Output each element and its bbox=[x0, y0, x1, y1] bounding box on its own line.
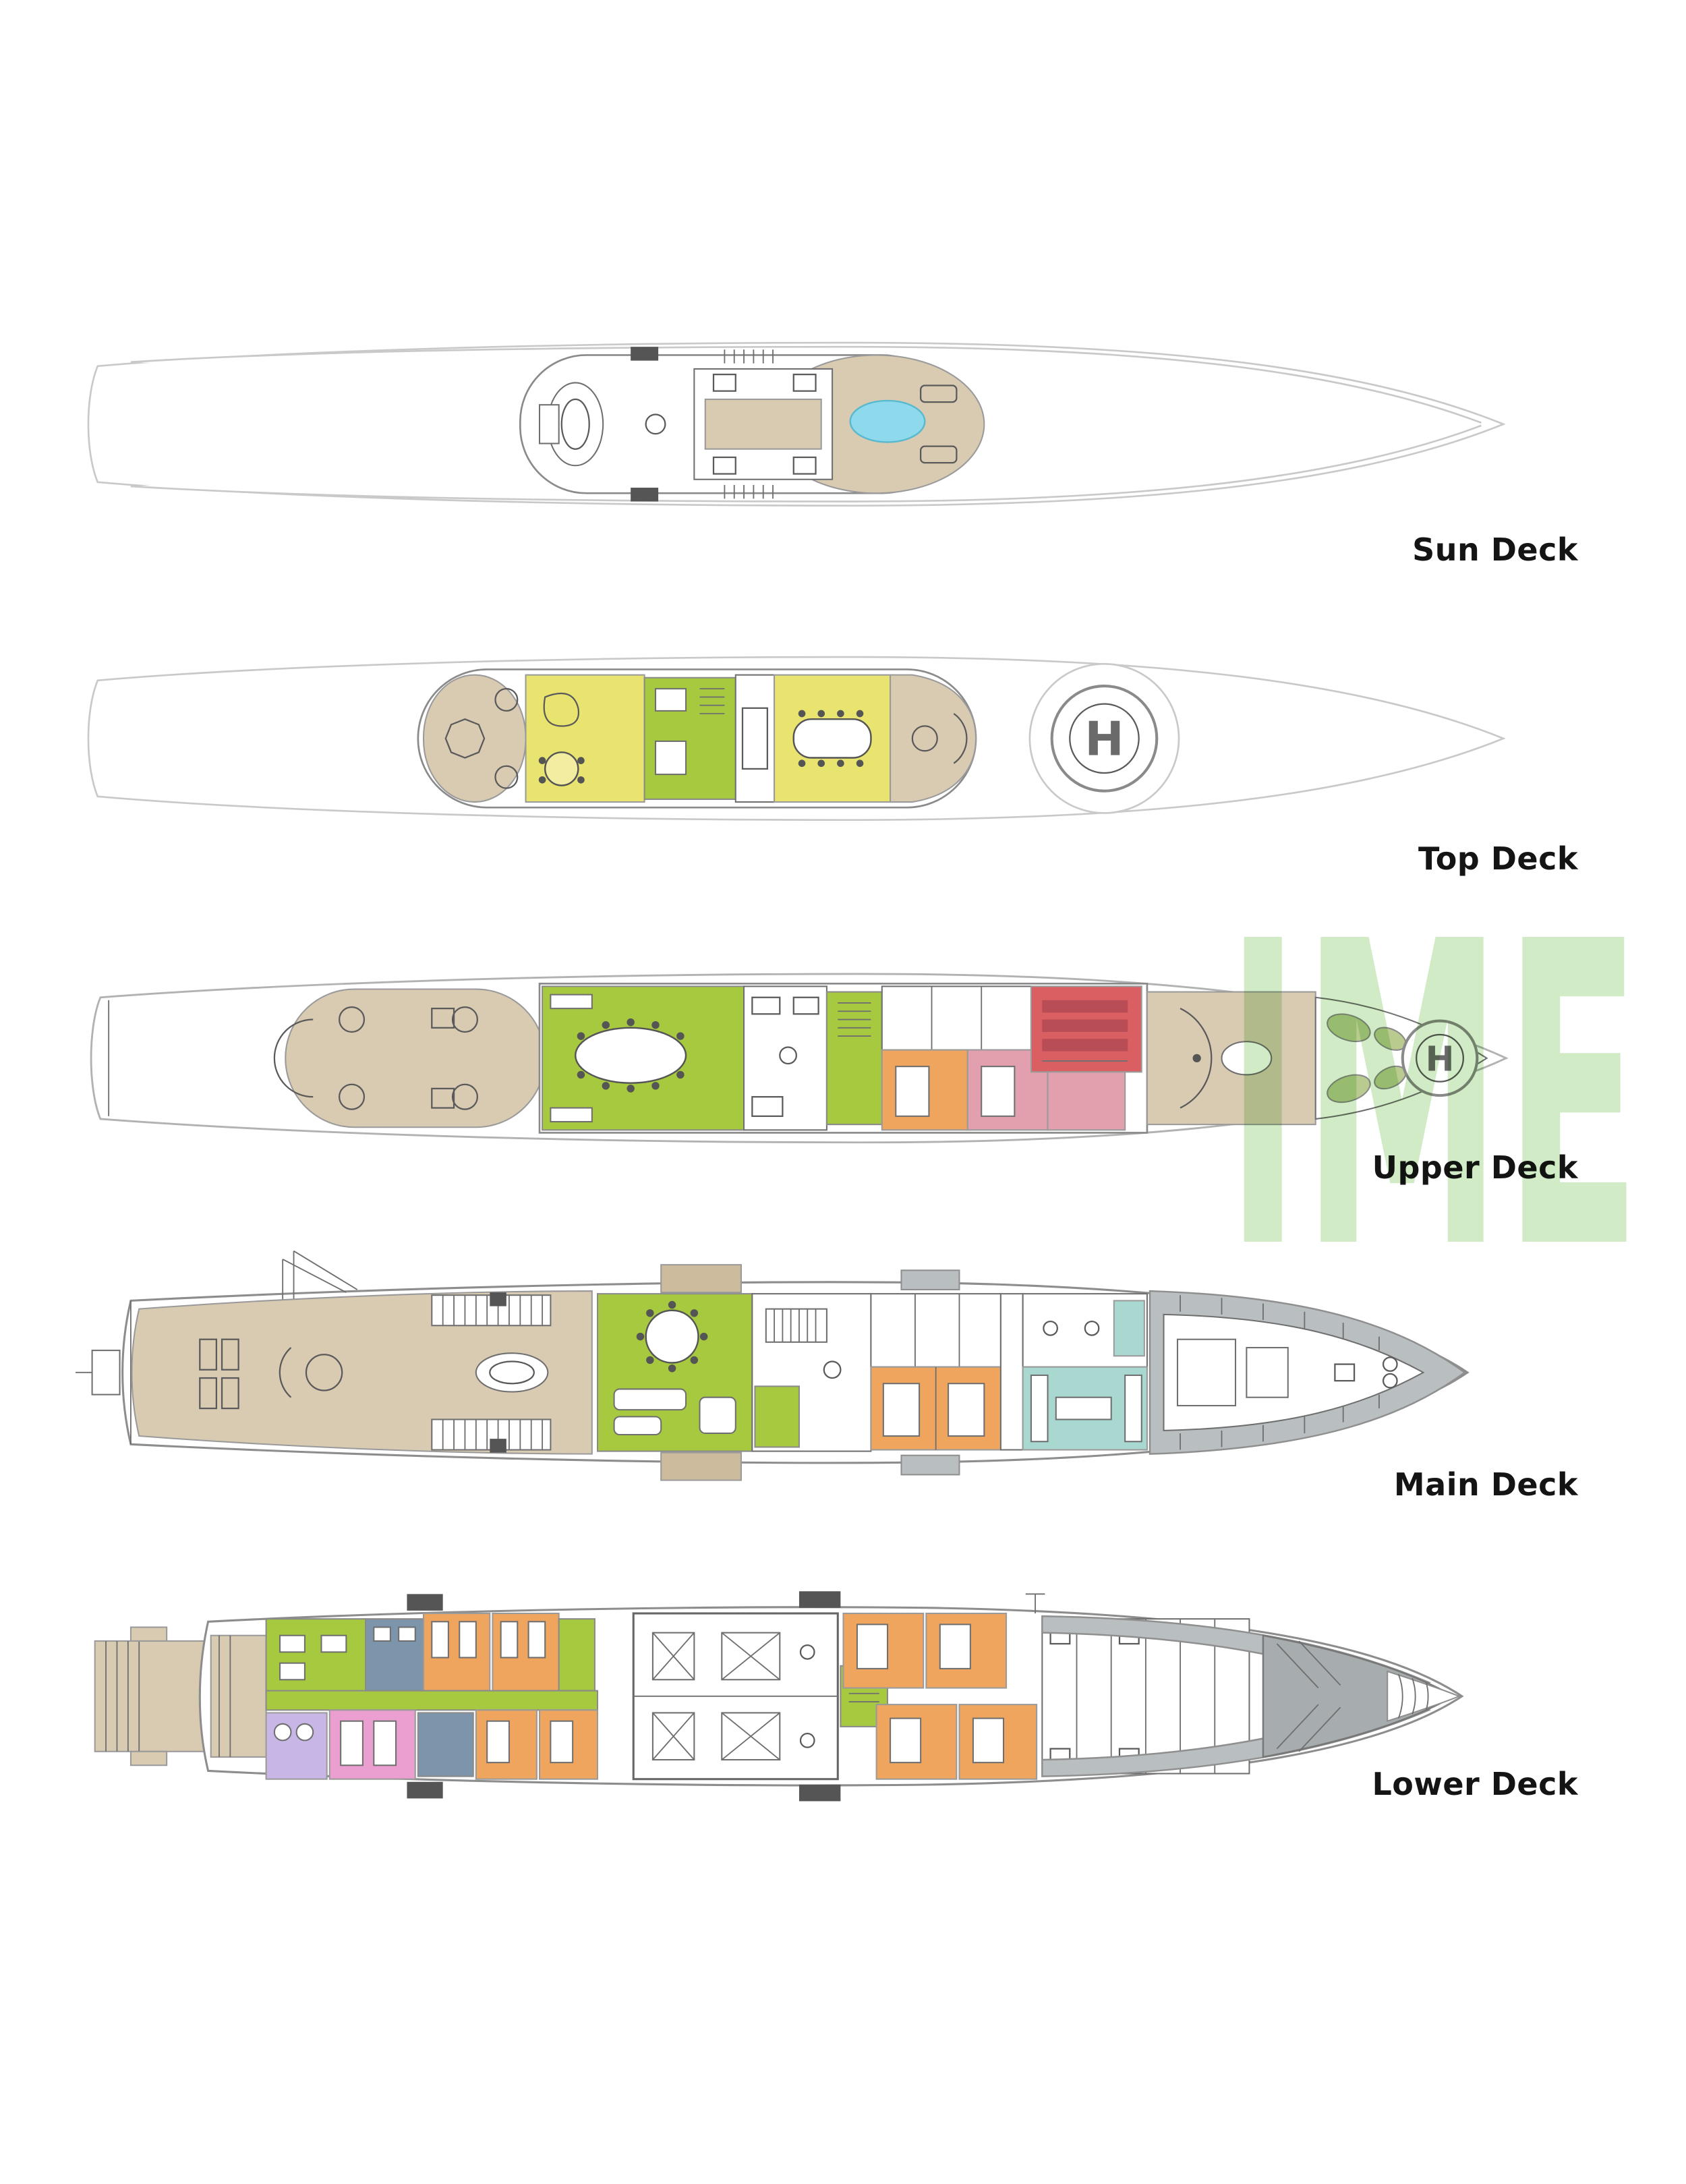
top-deck-plan: H bbox=[87, 656, 1506, 821]
aft-observation-lounge bbox=[422, 674, 527, 803]
bed bbox=[882, 1383, 921, 1437]
bow-helipad-icon bbox=[1401, 1019, 1479, 1097]
side-balcony bbox=[660, 1452, 742, 1481]
staircase bbox=[699, 688, 725, 714]
laundry-room bbox=[265, 1712, 328, 1780]
mast bbox=[282, 1250, 358, 1301]
octagon-table bbox=[444, 718, 486, 759]
stairs bbox=[558, 1618, 595, 1692]
crew-mess bbox=[265, 1618, 367, 1700]
pantry bbox=[734, 674, 776, 803]
swim-platform bbox=[94, 1640, 209, 1752]
round-table bbox=[544, 751, 579, 786]
top-deck-art: H bbox=[76, 598, 1525, 881]
jacuzzi-pool bbox=[849, 399, 926, 443]
stabilizer-fin bbox=[407, 1594, 443, 1611]
stern-platform bbox=[91, 1350, 121, 1396]
upper-deck-art: H bbox=[76, 917, 1525, 1201]
deck-section-main: Main Deck bbox=[0, 1232, 1686, 1515]
conference-table bbox=[575, 1027, 687, 1084]
bow-helipad-letter: H bbox=[1426, 1039, 1455, 1079]
lower-deck-structures bbox=[210, 1591, 1461, 1802]
stabilizer-fin bbox=[407, 1781, 443, 1799]
bow-seating bbox=[1327, 1013, 1371, 1043]
deck-label-main-deck: Main Deck bbox=[1393, 1466, 1578, 1503]
crew-corridor bbox=[265, 1690, 599, 1711]
deck-section-top: H Top Deck bbox=[0, 598, 1686, 881]
lower-deck-art bbox=[76, 1555, 1525, 1839]
davit bbox=[631, 488, 659, 502]
top-deck-structures: H bbox=[417, 668, 1159, 809]
corridor bbox=[999, 1293, 1024, 1451]
aft-main-deck bbox=[131, 1290, 593, 1455]
stairwell bbox=[754, 1385, 800, 1448]
deck-label-upper-deck: Upper Deck bbox=[1372, 1149, 1578, 1186]
console bbox=[538, 404, 560, 444]
bow-seating bbox=[1327, 1074, 1371, 1103]
lower-deck-plan bbox=[94, 1591, 1464, 1802]
helipad-icon bbox=[1050, 684, 1159, 793]
ladder-hatch bbox=[724, 349, 774, 364]
chain-locker bbox=[1387, 1670, 1461, 1723]
dining-table bbox=[645, 1309, 699, 1364]
upper-deck-plan: H bbox=[90, 973, 1509, 1144]
sun-deck-structures bbox=[519, 347, 985, 502]
piano bbox=[543, 692, 580, 727]
lounge-pink bbox=[1047, 1071, 1126, 1131]
upper-deck-structures: H bbox=[273, 982, 1488, 1134]
davit bbox=[631, 347, 659, 361]
main-deck-plan bbox=[76, 1250, 1470, 1481]
helipad-letter: H bbox=[1084, 712, 1124, 766]
aft-deck bbox=[285, 988, 546, 1128]
sofa bbox=[953, 713, 968, 764]
deck-section-upper: H Upper Deck bbox=[0, 917, 1686, 1201]
day-rooms bbox=[881, 985, 1032, 1051]
mast-base bbox=[645, 413, 666, 435]
crew-room-blue bbox=[417, 1712, 474, 1777]
dining-table bbox=[792, 718, 872, 759]
stabilizer-fin bbox=[798, 1784, 841, 1802]
ladder-hatch bbox=[724, 484, 774, 499]
sun-deck-art bbox=[76, 283, 1525, 567]
forward-lounge bbox=[890, 674, 977, 803]
stair-corridor bbox=[825, 991, 883, 1126]
main-deck-art bbox=[76, 1232, 1525, 1515]
beach-club bbox=[210, 1634, 267, 1758]
bed bbox=[948, 1383, 985, 1437]
deck-label-lower-deck: Lower Deck bbox=[1372, 1766, 1578, 1802]
galley bbox=[743, 985, 827, 1131]
deck-label-sun-deck: Sun Deck bbox=[1412, 531, 1578, 568]
main-deck-structures bbox=[131, 1264, 1466, 1481]
deck-section-lower: Lower Deck bbox=[0, 1555, 1686, 1839]
stabilizer-fin bbox=[798, 1591, 841, 1608]
sun-deck-plan bbox=[87, 341, 1506, 507]
deck-section-sun: Sun Deck bbox=[0, 283, 1686, 568]
deck-label-top-deck: Top Deck bbox=[1418, 840, 1578, 877]
side-balcony bbox=[660, 1264, 742, 1294]
bridge-console bbox=[1180, 1008, 1213, 1109]
